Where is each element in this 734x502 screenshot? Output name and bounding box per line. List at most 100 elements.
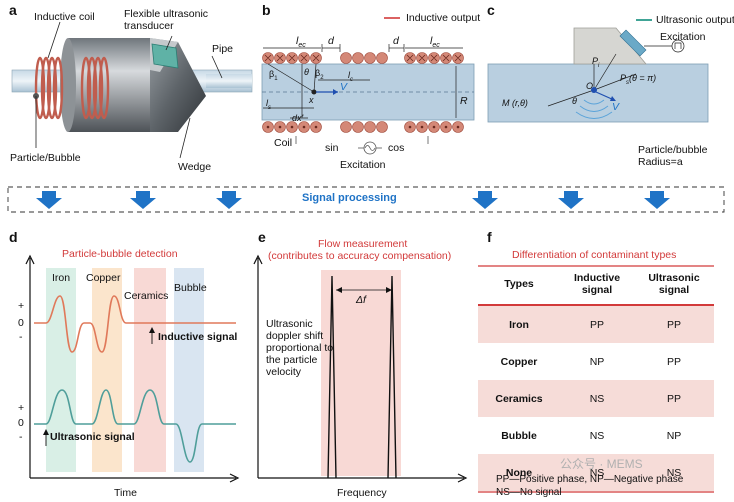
beta2-label: β2 <box>315 68 324 81</box>
cos-label: cos <box>388 142 405 154</box>
doppler-text-3: proportional to <box>266 342 334 354</box>
excitation-label-b: Excitation <box>340 159 386 171</box>
wedge-label: Wedge <box>178 161 212 173</box>
panel-e-drawing <box>253 254 468 483</box>
x-label: x <box>309 95 314 105</box>
frequency-axis-label: Frequency <box>337 487 387 499</box>
d-left-label: d <box>328 35 334 47</box>
contaminant-table: Types Inductive signal Ultrasonic signal… <box>478 264 714 491</box>
ultrasonic-output-label: Ultrasonic output <box>656 14 734 26</box>
row-inductive: NS <box>589 429 605 442</box>
row-type: Copper <box>500 355 538 368</box>
lec-left-label: lec <box>296 35 306 50</box>
ultrasonic-signal-curve <box>34 389 236 463</box>
radius-label-b: R <box>460 95 468 107</box>
minus-label-2: - <box>19 431 23 443</box>
transducer-c <box>619 29 647 57</box>
doppler-text-2: doppler shift <box>266 330 324 342</box>
row-type: Ceramics <box>478 380 560 417</box>
signal-processing-label: Signal processing <box>302 192 397 204</box>
table-row: Ceramics NS PP <box>478 380 714 417</box>
header-ultrasonic: Ultrasonic signal <box>634 264 714 306</box>
doppler-text-5: velocity <box>266 366 302 378</box>
table-header-row: Types Inductive signal Ultrasonic signal <box>478 264 714 306</box>
sin-label: sin <box>325 142 339 154</box>
doppler-text-4: the particle <box>266 354 318 366</box>
panel-label-b: b <box>262 2 271 18</box>
panel-a-drawing <box>11 21 253 159</box>
theta-label-c: θ <box>572 96 577 106</box>
panel-label-a: a <box>9 2 17 18</box>
plus-label-2: + <box>18 402 25 414</box>
panel-b-drawing <box>261 17 475 155</box>
d-right-label: d <box>393 35 399 47</box>
excitation-label-c: Excitation <box>660 31 706 43</box>
row-type: None <box>478 454 560 491</box>
inductive-signal-label: Inductive signal <box>158 331 238 343</box>
spectrum-peaks <box>327 275 397 479</box>
ceramics-band <box>134 268 166 472</box>
row-ultrasonic: PP <box>634 380 714 417</box>
coil-label-b: Coil <box>274 137 293 149</box>
row-ultrasonic: NS <box>634 454 714 491</box>
pipe-label: Pipe <box>212 43 234 55</box>
panel-e-title-2: (contributes to accuracy compensation) <box>268 250 452 262</box>
watermark: 公众号 · MEMS <box>560 457 643 471</box>
inductive-output-label: Inductive output <box>406 12 481 24</box>
delta-f-label: Δf <box>356 294 366 306</box>
table-row: None NS NS <box>478 454 714 491</box>
header-types: Types <box>478 264 560 306</box>
panel-label-f: f <box>487 229 492 245</box>
velocity-label-c: V <box>612 101 620 113</box>
particle-label: Particle/Bubble <box>10 152 81 164</box>
zero-label-1: 0 <box>18 317 24 329</box>
iron-band <box>46 268 76 472</box>
plus-label-1: + <box>18 300 25 312</box>
signal-processing-bar <box>7 186 725 213</box>
row-inductive: NS <box>560 380 634 417</box>
transducer-label-2: transducer <box>124 20 174 32</box>
panel-c-drawing <box>487 19 709 123</box>
iron-label: Iron <box>52 272 71 284</box>
bubble-label: Bubble <box>174 282 207 294</box>
beta1-label: β1 <box>269 69 278 82</box>
panel-e-title-1: Flow measurement <box>318 238 408 250</box>
particle-bubble-label: Particle/bubble <box>638 144 708 156</box>
table-row: Copper NP PP <box>478 343 714 380</box>
coil-shape <box>34 56 110 120</box>
legend-line-1: PP—Positive phase, NP—Negative phase <box>496 474 684 485</box>
time-axis-label: Time <box>114 487 137 499</box>
velocity-label-b: V <box>340 81 348 93</box>
row-inductive: NS <box>560 454 634 491</box>
doppler-text-1: Ultrasonic <box>266 318 313 330</box>
panel-d-drawing <box>25 254 240 483</box>
lc-label: lc <box>348 70 353 83</box>
down-arrows <box>36 191 670 209</box>
row-ultrasonic: NP <box>666 429 682 442</box>
copper-band <box>92 268 122 472</box>
panel-label-d: d <box>9 229 18 245</box>
m-point-label: M (r,θ) <box>502 98 528 108</box>
panel-label-c: c <box>487 2 495 18</box>
copper-label: Copper <box>86 272 121 284</box>
table-row: Iron PP PP <box>478 305 714 343</box>
radius-a-label: Radius=a <box>638 156 683 168</box>
row-inductive: PP <box>560 305 634 343</box>
origin-label: O <box>586 81 594 91</box>
legend-line-2: NS—No signal <box>496 487 562 498</box>
top-coils <box>262 52 464 64</box>
row-type: Bubble <box>501 429 537 442</box>
panel-d-title: Particle-bubble detection <box>62 248 178 260</box>
transducer-label-1: Flexible ultrasonic <box>124 8 209 20</box>
wedge-c <box>573 27 647 65</box>
inductive-coil-label: Inductive coil <box>34 11 95 23</box>
lec-right-label: lec <box>430 35 440 50</box>
ls-label: ls <box>266 98 271 111</box>
row-inductive: NP <box>589 355 605 368</box>
minus-label-1: - <box>19 331 23 343</box>
ultrasonic-signal-label: Ultrasonic signal <box>50 431 135 443</box>
panel-f-title: Differentiation of contaminant types <box>512 249 677 261</box>
table-row: Bubble NS NP <box>478 417 714 454</box>
ps-label: Ps(θ = π) <box>620 73 657 86</box>
